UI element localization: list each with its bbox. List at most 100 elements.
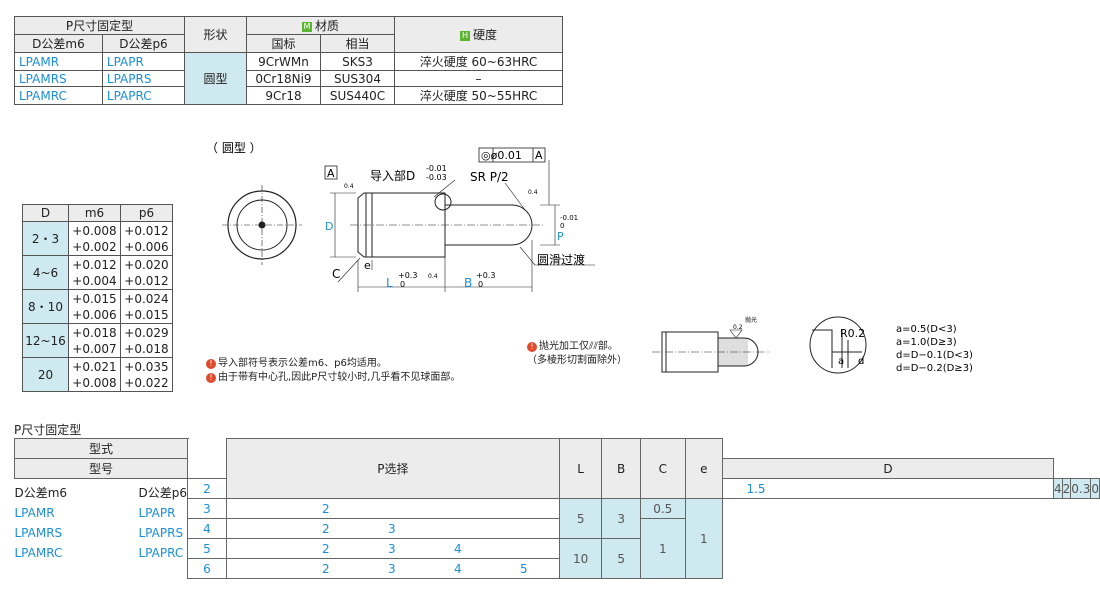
tol-d: 2・3 <box>22 221 69 256</box>
p-tol-top: 0 <box>560 222 564 230</box>
blank-cell <box>187 438 227 479</box>
tol-m6: +0.018+0.007 <box>68 323 121 358</box>
r-label: R0.2 <box>840 327 865 340</box>
c-cell: 0.3 <box>1070 478 1092 499</box>
p-option[interactable]: 3 <box>388 561 396 576</box>
hard-cell: 淬火硬度 50~55HRC <box>394 86 563 105</box>
p-option[interactable] <box>227 502 293 516</box>
m-badge-icon: M <box>301 21 312 32</box>
p-option[interactable] <box>855 482 921 496</box>
p-option[interactable]: 2 <box>322 561 330 576</box>
b-cell: 2 <box>1061 478 1072 499</box>
p-option[interactable] <box>491 502 557 516</box>
tol-p6: +0.035+0.022 <box>120 357 173 392</box>
std-cell: 9Cr18 <box>246 86 321 105</box>
p-option[interactable] <box>425 502 491 516</box>
end-view <box>222 185 302 265</box>
model-link[interactable]: LPAMR <box>14 506 55 520</box>
p-option[interactable]: 2 <box>322 541 330 556</box>
c-label: C <box>332 267 340 281</box>
d-cell: 5 <box>187 538 227 559</box>
header-c: C <box>639 438 686 499</box>
tol-upper: +0.021 <box>72 359 117 374</box>
col-m6: D公差m6 <box>14 486 68 500</box>
tol-upper: +0.012 <box>124 223 169 238</box>
pin-drawing: （ 圆型 ） A 导入部D -0.01 -0.03 SR P/2 ◎ø0.01 … <box>206 141 973 374</box>
b-tol-bot: 0 <box>478 280 483 289</box>
model-link[interactable]: LPAPRC <box>101 86 186 105</box>
p-cell: 2 <box>225 498 560 519</box>
l-cell: 5 <box>558 498 603 539</box>
note-3-text-b: 部。 <box>597 341 618 352</box>
p-option[interactable]: 3 <box>388 521 396 536</box>
note-2: !由于带有中心孔,因此P尺寸较小时,几乎看不见球面部。 <box>206 371 460 385</box>
model-link[interactable]: LPAPR <box>101 52 186 71</box>
p-option[interactable]: 4 <box>454 541 462 556</box>
l-cell: 10 <box>558 538 603 579</box>
note-3: !抛光加工仅⫽⫽部。（多棱形切割面除外） <box>527 340 627 368</box>
p-option[interactable] <box>491 522 557 536</box>
tol-d: 4~6 <box>22 255 69 290</box>
std-cell: 0Cr18Ni9 <box>246 70 321 87</box>
p-dim-label: P <box>557 230 564 243</box>
equiv-cell: SUS440C <box>320 86 395 105</box>
polish-symbol-icon: ⫽⫽ <box>589 341 598 352</box>
tol-upper: +0.020 <box>124 257 169 272</box>
lead-tol-bot: -0.03 <box>426 173 447 182</box>
tol-m6: +0.015+0.006 <box>68 289 121 324</box>
p-option[interactable] <box>425 522 491 536</box>
p-option[interactable]: 2 <box>322 501 330 516</box>
l-tol-bot: 0 <box>400 280 405 289</box>
b-tol-top: +0.3 <box>476 271 495 280</box>
p-option[interactable]: 1.5 <box>746 481 766 496</box>
p-option[interactable] <box>987 482 1053 496</box>
tol-m6: +0.021+0.008 <box>68 357 121 392</box>
p-option[interactable] <box>789 482 855 496</box>
model-link[interactable]: LPAPRS <box>101 70 186 87</box>
tol-lower: +0.007 <box>72 341 117 356</box>
p-option[interactable] <box>921 482 987 496</box>
detail-d: d <box>858 356 864 367</box>
p-option[interactable] <box>491 542 557 556</box>
p-option[interactable]: 2 <box>322 521 330 536</box>
datum-a: A <box>327 167 335 180</box>
p-option[interactable] <box>359 502 425 516</box>
rough-2: 0.4 <box>428 273 438 280</box>
model-link[interactable]: LPAPRS <box>138 526 184 540</box>
tol-upper: +0.035 <box>124 359 169 374</box>
b-dim-label: B <box>464 276 472 290</box>
p-option[interactable]: 3 <box>388 541 396 556</box>
tol-lower: +0.018 <box>124 341 169 356</box>
model-link[interactable]: LPAMR <box>14 52 103 71</box>
sr-label: SR P/2 <box>470 170 509 184</box>
tol-upper: +0.012 <box>72 257 117 272</box>
p-option[interactable]: 4 <box>454 561 462 576</box>
p-option[interactable] <box>227 562 293 576</box>
header-equiv: 相当 <box>320 34 395 53</box>
model-link[interactable]: LPAMRC <box>14 86 103 105</box>
p-option[interactable]: 5 <box>520 561 528 576</box>
tol-lower: +0.008 <box>72 375 117 390</box>
b-cell: 3 <box>601 498 641 539</box>
tol-upper: +0.029 <box>124 325 169 340</box>
e-cell: 1 <box>684 498 723 579</box>
p-option[interactable] <box>227 522 293 536</box>
model-link[interactable]: LPAMRS <box>14 526 63 540</box>
p-cell: 2 3 4 5 <box>225 558 560 579</box>
p-option[interactable] <box>227 542 293 556</box>
tol-d: 12~16 <box>22 323 69 358</box>
model-link[interactable]: LPAPR <box>138 506 176 520</box>
header-hardness-label: 硬度 <box>472 28 497 42</box>
section-title: P尺寸固定型 <box>14 423 82 437</box>
header-e: e <box>684 438 723 499</box>
model-link[interactable]: LPAMRC <box>14 546 63 560</box>
tol-upper: +0.024 <box>124 291 169 306</box>
c-cell: 1 <box>639 518 686 579</box>
model-link[interactable]: LPAPRC <box>138 546 184 560</box>
p-tol-bot: -0.01 <box>560 214 578 222</box>
tol-header-p6: p6 <box>120 204 173 222</box>
tol-lower: +0.002 <box>72 239 117 254</box>
